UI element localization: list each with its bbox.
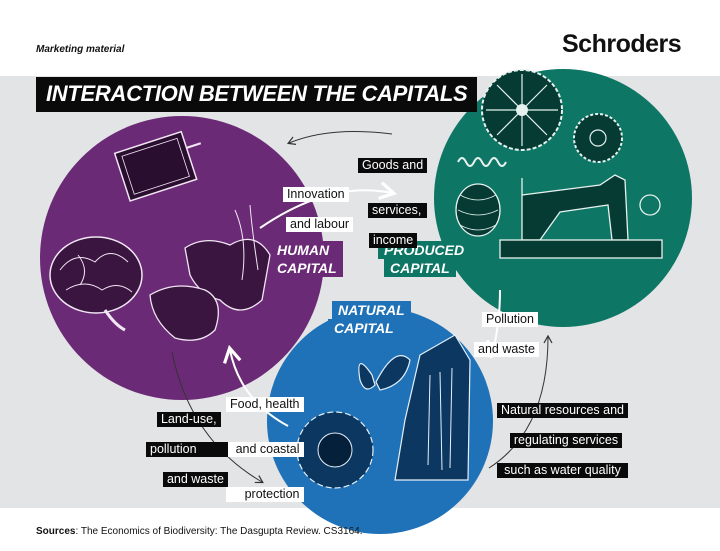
gloves-icon (149, 204, 271, 341)
sources-label: Sources (36, 526, 76, 537)
sources-footer: Sources: The Economics of Biodiversity: … (36, 526, 362, 537)
arrow-produced-to-human (286, 130, 393, 145)
human-capital-label: HUMAN CAPITAL (271, 241, 343, 277)
human-capital-circle (40, 116, 324, 400)
goods-services-label: Goods and services, income (358, 128, 428, 248)
brain-icon (49, 236, 143, 332)
spring-icon (457, 157, 507, 167)
gear-icon (481, 69, 623, 163)
schroders-logo: Schroders (562, 30, 682, 58)
sewing-machine-icon (499, 174, 663, 259)
book-icon (113, 130, 202, 202)
innovation-labour-label: Innovation and labour (276, 172, 354, 247)
pollution-waste-label: Pollution and waste (474, 297, 539, 372)
marketing-label: Marketing material (36, 44, 125, 55)
thread-spool-icon (455, 183, 501, 237)
butterfly-icon (358, 355, 411, 391)
arrow-natural-to-human (222, 344, 289, 427)
land-use-label: Land-use, pollution and waste (146, 397, 228, 487)
natural-capital-label: NATURAL CAPITAL (328, 301, 411, 337)
page-title: INTERACTION BETWEEN THE CAPITALS (36, 77, 478, 112)
sunflower-icon (296, 411, 374, 489)
natural-resources-label: Natural resources and regulating service… (497, 373, 628, 493)
sources-text: : The Economics of Biodiversity: The Das… (75, 526, 363, 537)
waterfall-icon (394, 334, 471, 481)
food-health-label: Food, health and coastal protection (226, 367, 304, 517)
arrow-human-to-natural (171, 351, 264, 484)
